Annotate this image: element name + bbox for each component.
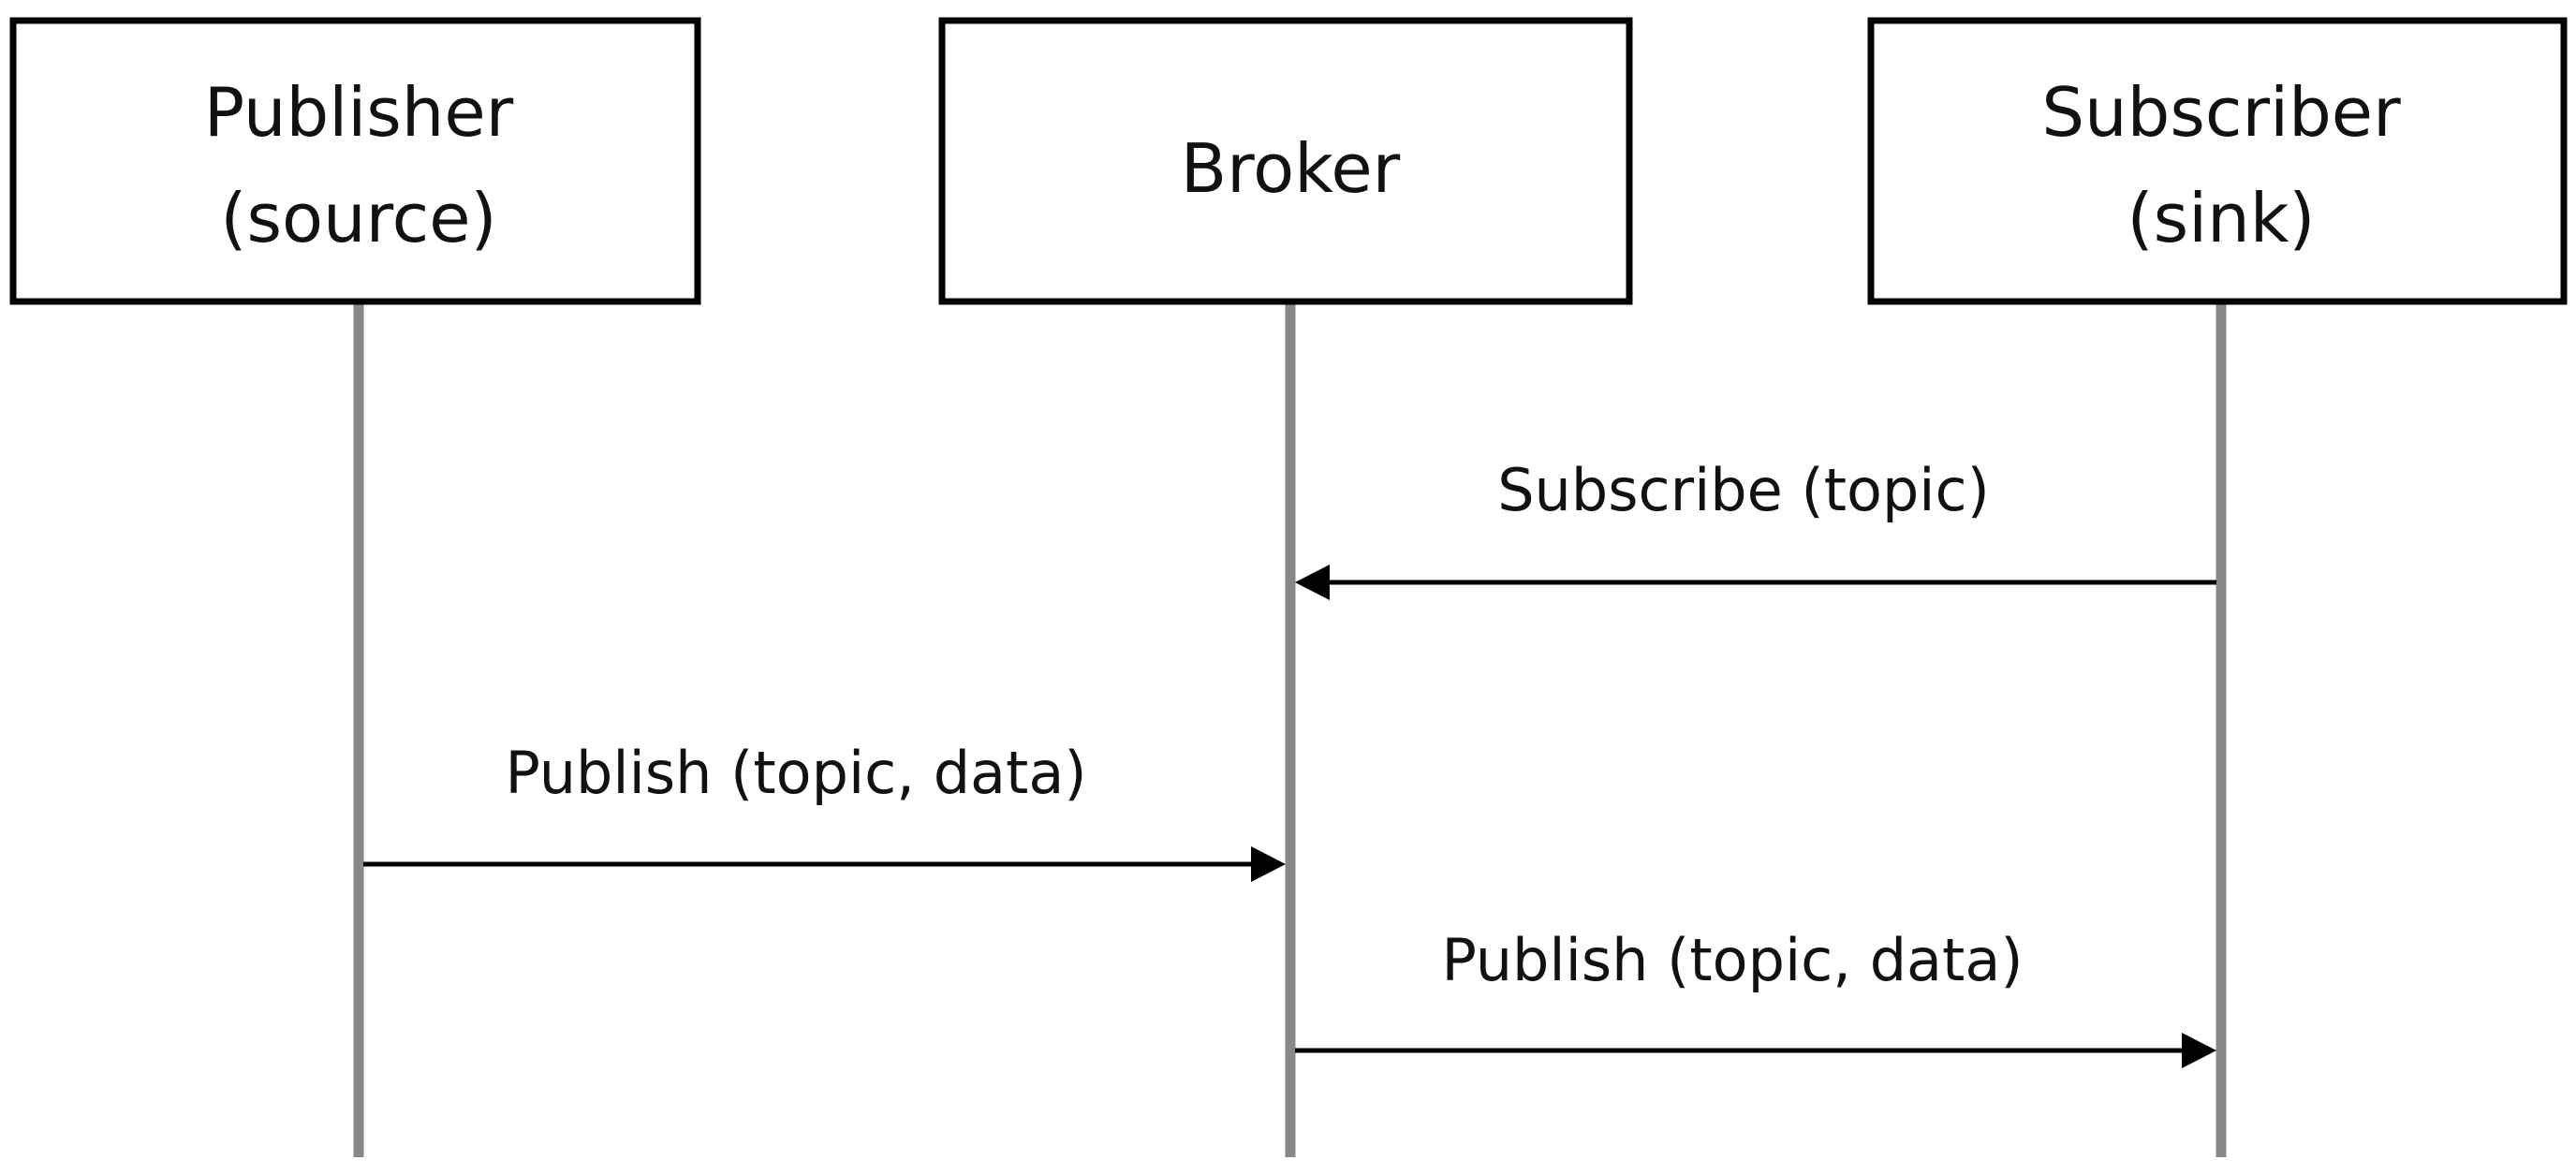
participant-subscriber-title: Subscriber xyxy=(2041,73,2401,152)
participant-publisher-box xyxy=(9,17,701,305)
participant-publisher: Publisher (source) xyxy=(9,17,701,305)
arrowhead-right-icon xyxy=(1251,846,1286,882)
message-publish-to-subscriber: Publish (topic, data) xyxy=(1295,926,2216,1068)
arrowhead-left-icon xyxy=(1295,565,1330,600)
participant-publisher-subtitle: (source) xyxy=(220,179,496,257)
participant-subscriber-box xyxy=(1867,17,2568,305)
participant-broker-box xyxy=(938,17,1633,305)
message-subscribe: Subscribe (topic) xyxy=(1295,456,2216,600)
message-publish-to-broker-label: Publish (topic, data) xyxy=(505,739,1086,807)
arrowhead-right-icon xyxy=(2182,1033,2216,1068)
participant-subscriber: Subscriber (sink) xyxy=(1867,17,2568,305)
message-publish-to-broker: Publish (topic, data) xyxy=(363,739,1286,882)
participant-broker-title: Broker xyxy=(1181,129,1401,208)
participant-subscriber-subtitle: (sink) xyxy=(2127,179,2315,257)
message-subscribe-label: Subscribe (topic) xyxy=(1497,456,1990,524)
message-publish-to-subscriber-label: Publish (topic, data) xyxy=(1441,926,2023,994)
participant-broker: Broker xyxy=(938,17,1633,305)
participant-publisher-title: Publisher xyxy=(204,73,514,152)
